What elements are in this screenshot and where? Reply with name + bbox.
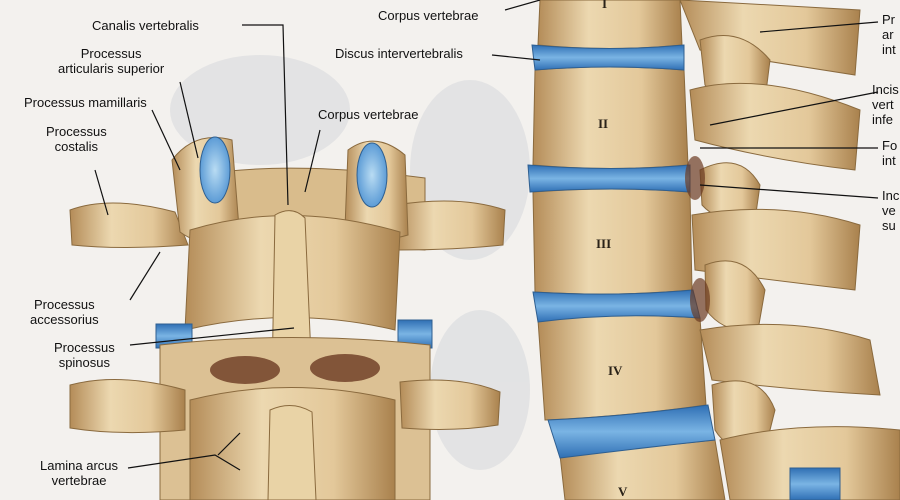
label-processus-costalis: Processus costalis [46,124,107,154]
numeral-IV: IV [608,363,623,378]
label-line: accessorius [30,312,99,327]
label-line: Processus [46,124,107,139]
disc-IV-V [547,404,716,459]
label-line: int [882,153,896,168]
label-lamina-arcus-vertebrae: Lamina arcus vertebrae [40,458,118,488]
processus-costalis-lower-left [69,379,186,434]
posterior-view-vertebrae [69,136,506,500]
label-line: Lamina arcus [40,458,119,473]
label-line: articularis superior [58,61,165,76]
label-processus-mamillaris: Processus mamillaris [24,95,147,110]
label-corpus-vertebrae-left: Corpus vertebrae [318,107,419,122]
label-discus-intervertebralis: Discus intervertebralis [335,46,463,61]
intervertebral-shadow-left [210,356,280,384]
label-line: Pr [882,12,895,27]
label-line: su [882,218,896,233]
vertebral-body-I [537,0,683,49]
posterior-processes [679,0,900,500]
label-line: vertebrae [51,473,107,488]
label-line: Processus [54,340,115,355]
label-line: ve [882,203,896,218]
numeral-III: III [596,236,611,251]
vertebral-body-III [532,188,693,295]
processus-costalis-left-shape [69,202,189,248]
label-line: int [882,42,896,57]
processus-costalis-lower-right [399,379,501,430]
disc-lower-right-fragment [789,467,841,500]
numeral-V: V [618,484,628,499]
foramen-II-III [685,156,705,200]
foramen-III-IV [690,278,710,322]
vertebral-body-II [532,66,689,169]
label-cut-incis: Incis vert infe [872,82,899,127]
intervertebral-shadow-right [310,354,380,382]
label-canalis-vertebralis: Canalis vertebralis [92,18,199,33]
label-line: Fo [882,138,898,153]
articular-facet-right [356,142,388,208]
disc-II-III [527,164,691,193]
label-line: vert [872,97,894,112]
label-line: costalis [54,139,99,154]
processus-costalis-right-shape [394,200,506,251]
label-processus-accessorius: Processus accessorius [30,297,99,327]
label-line: ar [882,27,894,42]
leader-lines [94,0,879,471]
label-processus-spinosus: Processus spinosus [54,340,115,370]
numeral-I: I [602,0,607,11]
label-line: infe [872,112,893,127]
label-line: Processus [80,46,142,61]
label-cut-fo: Fo int [882,138,897,168]
disc-I-II [531,44,685,71]
numeral-II: II [598,116,608,131]
articular-facet-left [199,136,231,204]
label-line: Incis [872,82,899,97]
label-corpus-vertebrae-right: Corpus vertebrae [378,8,479,23]
label-cut-pr: Pr ar int [882,12,896,57]
label-line: Inc [882,188,900,203]
spinous-process-lower [267,405,317,500]
label-processus-articularis-superior: Processus articularis superior [58,46,164,76]
lateral-view-vertebrae [527,0,900,500]
label-line: Processus [33,297,95,312]
label-cut-inc: Inc ve su [882,188,899,233]
label-line: spinosus [58,355,110,370]
